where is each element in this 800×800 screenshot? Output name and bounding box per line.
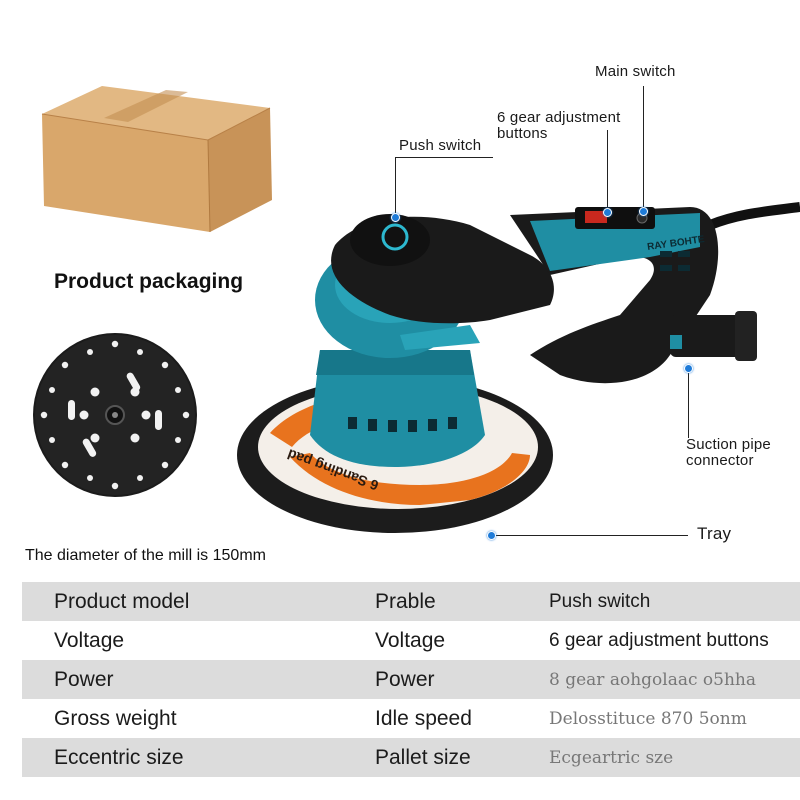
push-switch-line-h — [395, 157, 493, 158]
gear-buttons-dot — [603, 208, 612, 217]
gear-buttons-label: 6 gear adjustment buttons — [497, 109, 621, 142]
main-switch-label: Main switch — [595, 63, 676, 80]
packaging-box-image — [41, 86, 272, 233]
product-packaging-label: Product packaging — [54, 270, 244, 293]
table-row: Gross weight Idle speed Delosstituce 870… — [22, 699, 800, 738]
push-switch-line-v — [395, 157, 396, 217]
table-row: Product model Prable Push switch — [22, 582, 800, 621]
suction-pipe-dot — [684, 364, 693, 373]
table-cell: Push switch — [549, 590, 651, 612]
diameter-note: The diameter of the mill is 150mm — [25, 547, 266, 564]
tray-dot — [487, 531, 496, 540]
table-cell: Power — [375, 667, 435, 691]
table-cell: Voltage — [375, 628, 446, 652]
table-cell: 6 gear adjustment buttons — [549, 629, 769, 651]
main-switch-dot — [639, 207, 648, 216]
table-row: Power Power 8 gear aohgolaac o5hha — [22, 660, 800, 699]
orbital-sander-image — [237, 202, 800, 533]
push-switch-dot — [391, 213, 400, 222]
table-cell: Idle speed — [375, 706, 472, 730]
table-cell: Delosstituce 870 5onm — [549, 708, 747, 729]
table-cell: Eccentric size — [54, 745, 184, 769]
suction-pipe-label: Suction pipe connector — [686, 436, 771, 469]
table-cell: Voltage — [54, 628, 125, 652]
tray-label: Tray — [697, 524, 732, 543]
main-switch-line — [643, 86, 644, 211]
tray-line — [492, 535, 688, 536]
table-row: Eccentric size Pallet size Ecgeartric sz… — [22, 738, 800, 777]
sanding-pad-disc-image — [33, 333, 197, 497]
table-cell: Pallet size — [375, 745, 471, 769]
table-cell: Power — [54, 667, 114, 691]
table-cell: 8 gear aohgolaac o5hha — [549, 669, 756, 690]
gear-buttons-line — [607, 130, 608, 212]
push-switch-label: Push switch — [399, 137, 482, 154]
table-cell: Ecgeartric sze — [549, 747, 674, 768]
suction-pipe-line — [688, 368, 689, 438]
table-cell: Gross weight — [54, 706, 177, 730]
table-row: Voltage Voltage 6 gear adjustment button… — [22, 621, 800, 660]
table-cell: Product model — [54, 589, 190, 613]
table-cell: Prable — [375, 589, 436, 613]
spec-table: Product model Prable Push switch Voltage… — [22, 582, 800, 777]
